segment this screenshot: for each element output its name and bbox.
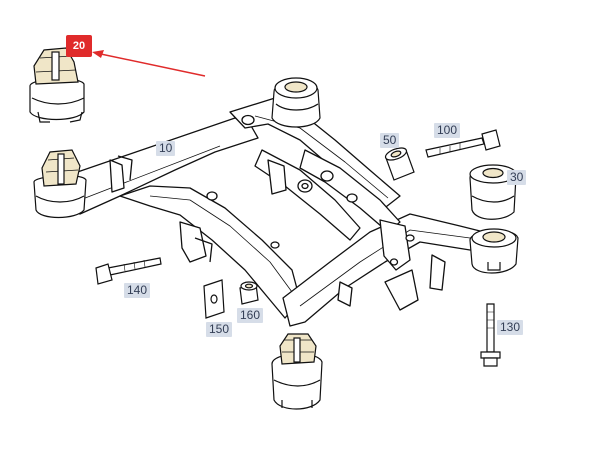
callout-label-50[interactable]: 50 (380, 133, 400, 148)
callout-label-140[interactable]: 140 (124, 283, 151, 298)
part-30-bushing (469, 164, 517, 220)
callout-label-30[interactable]: 30 (507, 170, 527, 185)
part-130-bolt (480, 303, 501, 367)
callout-label-160[interactable]: 160 (237, 308, 264, 323)
part-50-sleeve (384, 147, 415, 181)
part-150-washer (203, 279, 225, 319)
part-140-bolt (95, 257, 162, 285)
callout-label-10[interactable]: 10 (156, 141, 176, 156)
part-100-bolt (425, 129, 501, 158)
callout-label-130[interactable]: 130 (497, 320, 524, 335)
subframe-mount-right (469, 228, 519, 274)
part-160-nut (239, 281, 259, 305)
subframe-mount-left (33, 149, 87, 219)
callout-label-150[interactable]: 150 (206, 322, 233, 337)
part-20-mount (29, 47, 85, 123)
subframe-mount-rear (271, 77, 321, 128)
subframe-mount-front (271, 333, 323, 410)
rear-subframe (59, 97, 506, 327)
callout-label-20[interactable]: 20 (66, 35, 92, 57)
callout-arrow-20 (92, 50, 206, 77)
callout-label-100[interactable]: 100 (434, 123, 461, 138)
